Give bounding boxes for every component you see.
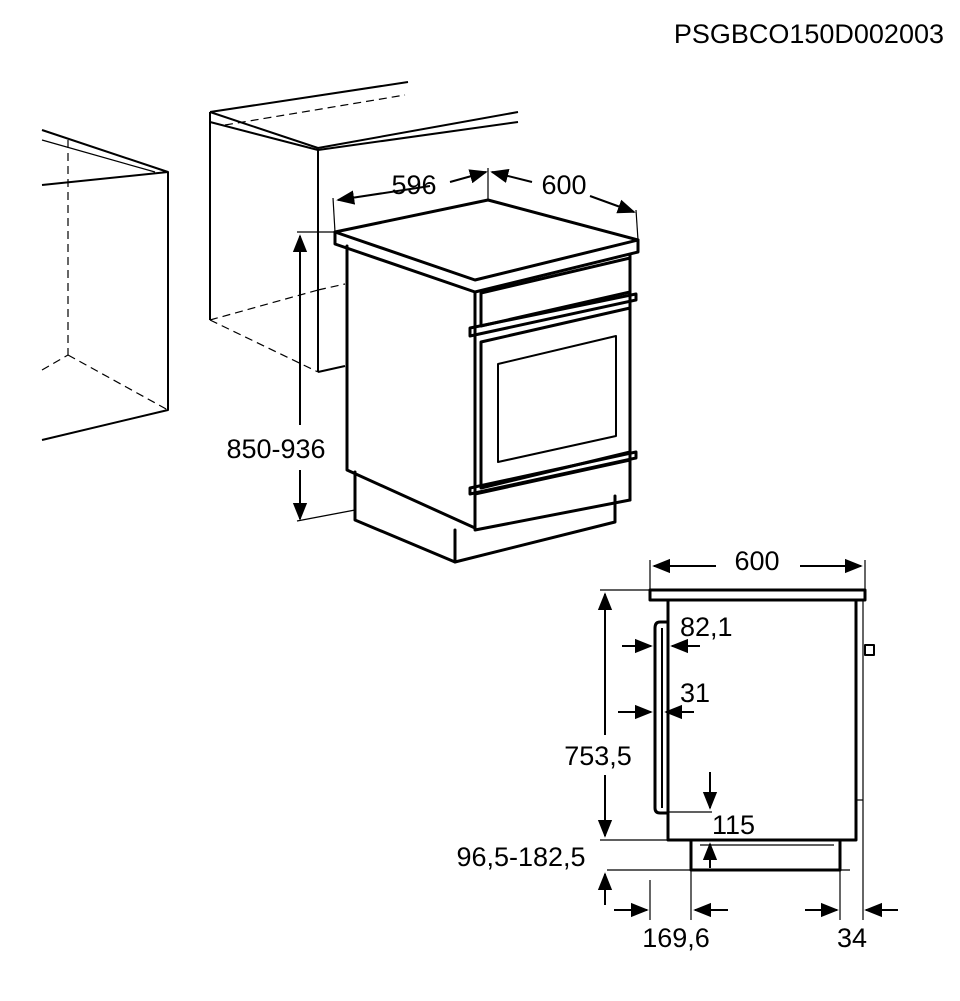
dimension-height: 850-936 (226, 231, 356, 522)
side-view: 600 82,1 31 753,5 115 (456, 546, 898, 953)
handle-projection-label: 82,1 (680, 612, 733, 642)
perspective-view: 596 600 850-936 (41, 81, 640, 564)
dimension-handle-projection: 82,1 (622, 612, 733, 654)
body-height-label: 753,5 (564, 741, 632, 771)
height-label: 850-936 (226, 434, 325, 464)
right-cabinet (209, 81, 519, 373)
dimension-feet-range: 96,5-182,5 (456, 842, 613, 905)
depth-label: 600 (541, 170, 586, 200)
document-code: PSGBCO150D002003 (674, 19, 944, 49)
dimension-rear-offset: 34 (805, 840, 898, 953)
rear-offset-label: 34 (837, 923, 867, 953)
side-depth-label: 600 (734, 546, 779, 576)
dimension-width: 596 (332, 168, 489, 233)
dimension-side-depth: 600 (649, 546, 866, 590)
left-cabinet (41, 129, 169, 441)
knob-projection-label: 31 (680, 678, 710, 708)
feet-range-label: 96,5-182,5 (456, 842, 585, 872)
dimension-depth: 600 (490, 168, 639, 241)
cooker-perspective (333, 198, 640, 564)
front-offset-label: 169,6 (642, 923, 710, 953)
plinth-gap-label: 115 (712, 810, 755, 840)
dimension-front-offset: 169,6 (614, 870, 728, 953)
width-label: 596 (391, 170, 436, 200)
dimension-body-height: 753,5 (564, 589, 668, 841)
cooker-side-profile (607, 588, 875, 872)
dimension-knob-projection: 31 (618, 678, 710, 720)
dimension-plinth-gap: 115 (668, 772, 755, 868)
